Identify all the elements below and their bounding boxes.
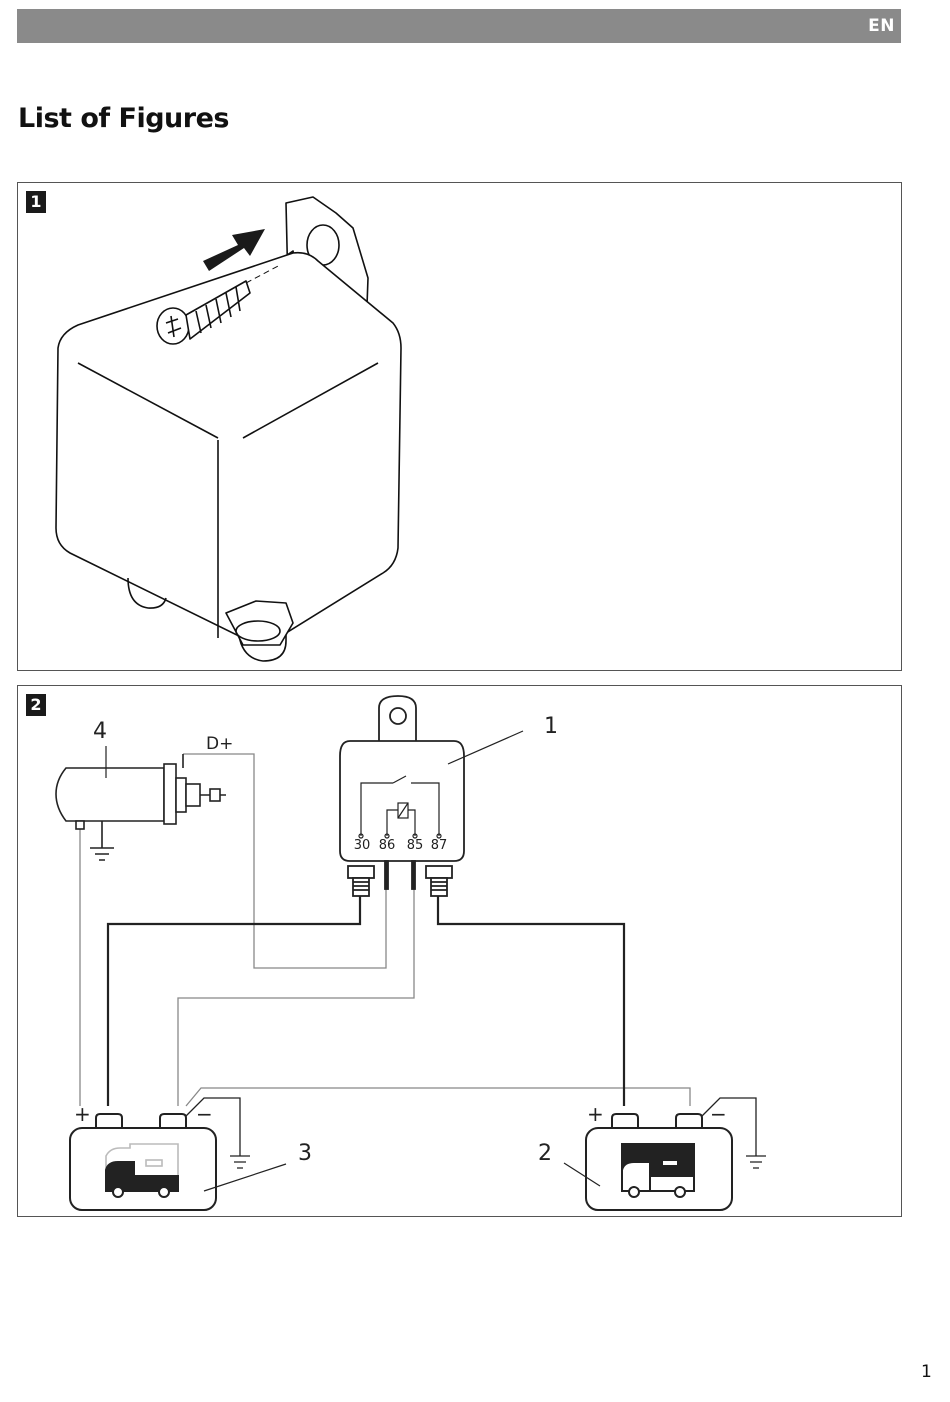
figure-2: 2 xyxy=(17,685,902,1217)
alternator xyxy=(56,754,226,860)
terminal-label: 30 xyxy=(354,838,371,853)
relay-unit xyxy=(340,696,464,896)
negative-terminal-label: − xyxy=(196,1102,213,1126)
negative-terminal-label: − xyxy=(710,1102,727,1126)
page-title: List of Figures xyxy=(18,103,229,134)
relay-body xyxy=(56,253,401,642)
power-wires xyxy=(108,896,624,1106)
positive-terminal-label: + xyxy=(74,1102,91,1126)
callout-relay: 1 xyxy=(544,714,558,739)
positive-terminal-label: + xyxy=(587,1102,604,1126)
callout-alternator: 4 xyxy=(93,719,107,744)
callout-starter-battery: 3 xyxy=(298,1141,312,1166)
page-number: 1 xyxy=(921,1362,932,1382)
battery-starter xyxy=(70,1098,250,1210)
signal-label-dplus: D+ xyxy=(206,734,233,754)
language-label: EN xyxy=(868,16,895,36)
terminal-label: 85 xyxy=(407,838,424,853)
terminal-label: 87 xyxy=(431,838,448,853)
relay-mounting-illustration xyxy=(18,183,901,670)
callout-vehicle-battery: 2 xyxy=(538,1141,552,1166)
figure-1: 1 xyxy=(17,182,902,671)
wiring-diagram: 30 86 85 87 xyxy=(18,686,901,1216)
header-bar: EN xyxy=(17,9,901,43)
terminal-label: 86 xyxy=(379,838,396,853)
battery-vehicle xyxy=(586,1098,766,1210)
